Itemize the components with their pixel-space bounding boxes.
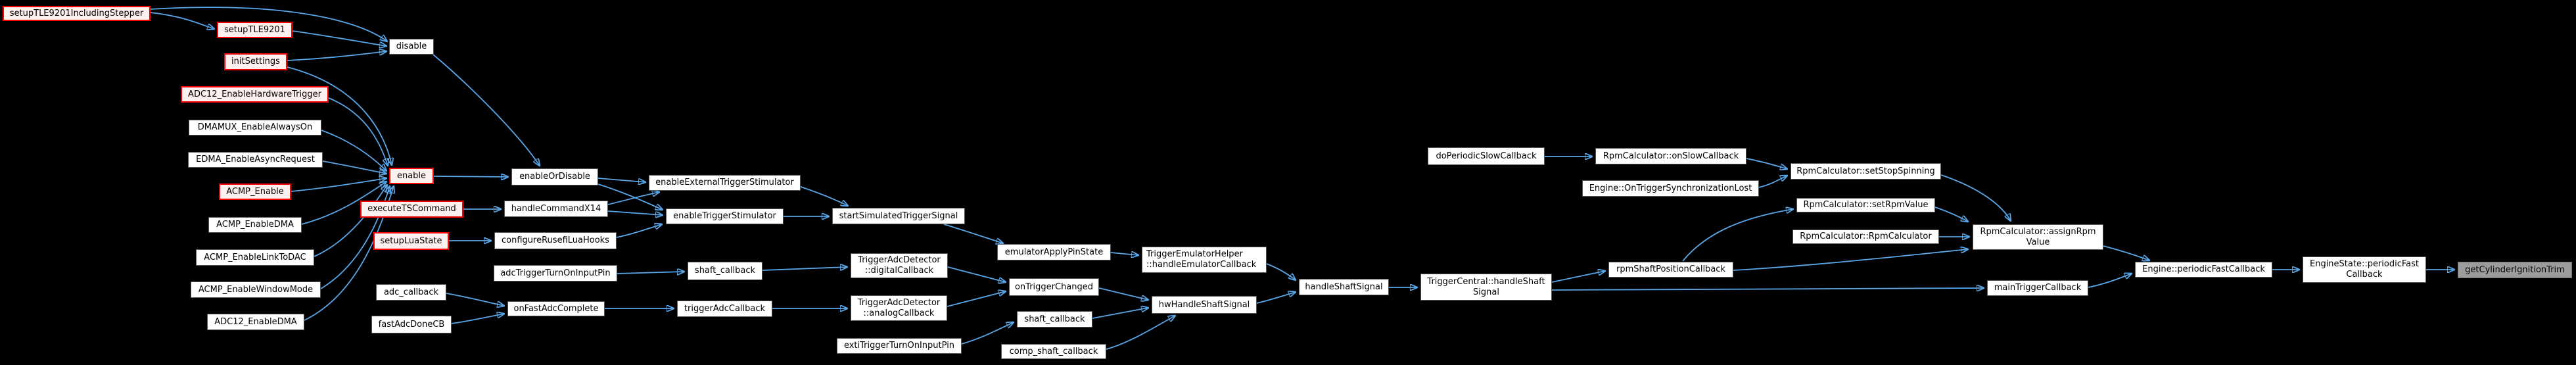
node-executeTSCommand[interactable]: executeTSCommand — [360, 201, 463, 218]
edge-adc_callback-onFastAdcComplete — [446, 293, 504, 306]
node-mainTriggerCallback[interactable]: mainTriggerCallback — [1987, 280, 2088, 296]
edge-rpmShaftPositionCallback-setRpmValue — [1682, 209, 1793, 262]
edge-assignRpmValue-periodicFastCallback — [2103, 245, 2149, 260]
node-ACMP_Enable[interactable]: ACMP_Enable — [219, 183, 291, 200]
edge-digitalCallback-onTriggerChanged — [947, 266, 1006, 282]
edge-startSimulatedTriggerSignal-emulatorApplyPinState — [943, 224, 1003, 243]
node-triggerAdcCallback[interactable]: triggerAdcCallback — [677, 301, 772, 317]
node-ACMP_EnableWindowMode[interactable]: ACMP_EnableWindowMode — [191, 281, 321, 298]
edge-rpmShaftPositionCallback-assignRpmValue — [1733, 249, 1968, 271]
node-disable[interactable]: disable — [389, 39, 434, 55]
node-onFastAdcComplete[interactable]: onFastAdcComplete — [507, 301, 605, 316]
edge-setStopSpinning-assignRpmValue — [1940, 174, 2011, 221]
edge-adcTriggerTurnOnInputPin-shaft_callback — [617, 272, 684, 274]
edge-initSettings-disable — [287, 51, 386, 61]
edge-ADC12_EnableHardwareTrigger-enable — [328, 97, 388, 166]
node-rpmShaftPositionCallback[interactable]: rpmShaftPositionCallback — [1608, 262, 1733, 278]
edge-OnTriggerSynchronizationLost-setStopSpinning — [1758, 176, 1787, 188]
edge-setupTLE9201IncludingStepper-disable — [150, 7, 387, 41]
node-RpmCalculator-setRpmValue[interactable]: RpmCalculator::setRpmValue — [1796, 198, 1935, 212]
node-enable[interactable]: enable — [389, 168, 434, 184]
node-ACMP_EnableLinkToDAC[interactable]: ACMP_EnableLinkToDAC — [196, 249, 314, 266]
edge-ACMP_EnableWindowMode-enable — [320, 186, 390, 289]
edge-analogCallback-onTriggerChanged — [947, 291, 1006, 307]
edge-disable-enableOrDisable — [433, 54, 540, 166]
edge-handleCommandX14-enableExternalTriggerStimulator — [607, 192, 659, 205]
edge-ACMP_EnableDMA-enable — [301, 182, 386, 225]
node-adc_callback[interactable]: adc_callback — [376, 284, 446, 301]
edge-hwHandleShaftSignal-handleShaftSignal — [1256, 292, 1296, 304]
node-setupTLE9201IncludingStepper[interactable]: setupTLE9201IncludingStepper — [3, 6, 151, 21]
node-RpmCalculator-onSlowCallback[interactable]: RpmCalculator::onSlowCallback — [1595, 148, 1746, 164]
edge-ACMP_EnableLinkToDAC-enable — [314, 185, 387, 257]
node-getCylinderIgnitionTrim[interactable]: getCylinderIgnitionTrim — [2458, 262, 2572, 278]
edge-ACMP_Enable-enable — [291, 178, 386, 192]
node-ADC12_EnableDMA[interactable]: ADC12_EnableDMA — [207, 314, 304, 330]
edge-fastAdcDoneCB-onFastAdcComplete — [451, 314, 504, 324]
node-adcTriggerTurnOnInputPin[interactable]: adcTriggerTurnOnInputPin — [494, 265, 617, 281]
edge-DMAMUX_EnableAlwaysOn-enable — [321, 130, 386, 171]
node-TriggerEmulatorHelper-handleEmulatorCallback[interactable]: TriggerEmulatorHelper::handleEmulatorCal… — [1142, 247, 1267, 273]
edge-setupTLE9201-disable — [292, 30, 386, 46]
edge-shaft_callback-hwHandleShaftSignal — [1092, 308, 1148, 319]
edge-handleEmulatorCallback-handleShaftSignal — [1266, 263, 1296, 280]
node-comp_shaft_callback[interactable]: comp_shaft_callback — [1001, 344, 1106, 359]
edge-EDMA_EnableAsyncRequest-enable — [322, 160, 386, 174]
edge-handleCommandX14-enableTriggerStimulator — [607, 210, 663, 215]
node-doPeriodicSlowCallback[interactable]: doPeriodicSlowCallback — [1428, 147, 1545, 165]
edge-onSlowCallback-setStopSpinning — [1746, 158, 1787, 169]
edge-TriggerCentral-mainTriggerCallback — [1551, 288, 1984, 290]
node-TriggerAdcDetector-digitalCallback[interactable]: TriggerAdcDetector::digitalCallback — [851, 253, 948, 278]
edge-initSettings-enable — [287, 66, 392, 165]
edge-shaft_callback-digitalCallback — [762, 267, 847, 271]
edge-setupTLE9201IncludingStepper-setupTLE9201 — [150, 12, 214, 29]
node-TriggerAdcDetector-analogCallback[interactable]: TriggerAdcDetector::analogCallback — [851, 295, 947, 321]
node-RpmCalculator-setStopSpinning[interactable]: RpmCalculator::setStopSpinning — [1791, 163, 1941, 180]
node-emulatorApplyPinState[interactable]: emulatorApplyPinState — [997, 244, 1111, 260]
node-initSettings[interactable]: initSettings — [224, 53, 287, 70]
edge-comp_shaft_callback-hwHandleShaftSignal — [1106, 316, 1175, 350]
edge-emulatorApplyPinState-handleEmulatorCallback — [1110, 253, 1138, 255]
node-setupTLE9201[interactable]: setupTLE9201 — [217, 22, 293, 38]
node-onTriggerChanged[interactable]: onTriggerChanged — [1009, 278, 1099, 296]
node-RpmCalculator-RpmCalculator[interactable]: RpmCalculator::RpmCalculator — [1792, 230, 1939, 244]
node-enableTriggerStimulator[interactable]: enableTriggerStimulator — [666, 208, 784, 224]
node-shaft_callback-adc[interactable]: shaft_callback — [688, 262, 762, 280]
node-EDMA_EnableAsyncRequest[interactable]: EDMA_EnableAsyncRequest — [188, 152, 323, 168]
node-startSimulatedTriggerSignal[interactable]: startSimulatedTriggerSignal — [832, 208, 965, 224]
node-ACMP_EnableDMA[interactable]: ACMP_EnableDMA — [208, 217, 302, 233]
node-DMAMUX_EnableAlwaysOn[interactable]: DMAMUX_EnableAlwaysOn — [189, 120, 321, 135]
node-Engine-periodicFastCallback[interactable]: Engine::periodicFastCallback — [2135, 262, 2272, 278]
node-extiTriggerTurnOnInputPin[interactable]: extiTriggerTurnOnInputPin — [837, 338, 962, 354]
node-handleShaftSignal[interactable]: handleShaftSignal — [1299, 279, 1389, 295]
node-shaft_callback-exti[interactable]: shaft_callback — [1017, 311, 1092, 328]
edge-mainTriggerCallback-periodicFastCallback — [2088, 274, 2132, 288]
node-fastAdcDoneCB[interactable]: fastAdcDoneCB — [371, 316, 452, 333]
node-enableExternalTriggerStimulator[interactable]: enableExternalTriggerStimulator — [649, 175, 801, 191]
node-configureRusefiLuaHooks[interactable]: configureRusefiLuaHooks — [494, 232, 617, 249]
edge-configureRusefiLuaHooks-enableTriggerStimulator — [616, 224, 662, 238]
node-enableOrDisable[interactable]: enableOrDisable — [511, 168, 598, 185]
edge-enable-enableOrDisable — [433, 176, 508, 177]
edge-TriggerCentral-rpmShaftPositionCallback — [1551, 271, 1605, 283]
edge-extiTriggerTurnOnInputPin-shaft_callback — [961, 322, 1014, 345]
edge-setRpmValue-assignRpmValue — [1934, 207, 1968, 222]
node-ADC12_EnableHardwareTrigger[interactable]: ADC12_EnableHardwareTrigger — [181, 86, 329, 103]
node-hwHandleShaftSignal[interactable]: hwHandleShaftSignal — [1152, 296, 1257, 314]
node-Engine-OnTriggerSynchronizationLost[interactable]: Engine::OnTriggerSynchronizationLost — [1582, 180, 1759, 197]
edge-enableExternalTriggerStimulator-startSimulatedTriggerSignal — [800, 186, 848, 206]
edge-enableOrDisable-enableExternalTriggerStimulator — [597, 178, 645, 182]
edge-enableOrDisable-enableTriggerStimulator — [597, 183, 663, 210]
node-handleCommandX14[interactable]: handleCommandX14 — [504, 201, 608, 217]
edge-onTriggerChanged-hwHandleShaftSignal — [1098, 287, 1148, 300]
node-setupLuaState[interactable]: setupLuaState — [373, 232, 449, 250]
